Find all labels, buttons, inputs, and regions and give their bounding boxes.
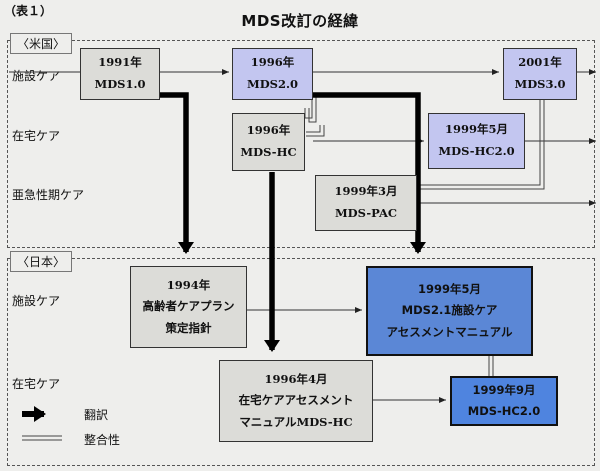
us-row-label-subacute: 亜急性期ケア <box>12 188 85 202</box>
jp-section <box>7 258 595 466</box>
box-1999-mds21-manual-line3: アセスメントマニュアル <box>386 324 513 339</box>
translation-arrow-mds2-to-jp1999 <box>295 92 426 254</box>
box-1999-mds-hc2-name: MDS-HC2.0 <box>438 144 515 158</box>
legend-translation-label: 翻訳 <box>84 408 109 422</box>
box-1999-jp-hc2: 1999年9月 MDS-HC2.0 <box>450 376 558 426</box>
box-1991-mds1-name: MDS1.0 <box>94 77 146 91</box>
consistency-lines-jp <box>488 356 494 376</box>
box-1994-careplan-line2: 高齢者ケアプラン <box>142 299 235 314</box>
jp-row-label-home: 在宅ケア <box>12 377 61 391</box>
legend-consistency-label: 整合性 <box>84 433 121 447</box>
box-1999-mds21-manual-year: 1999年5月 <box>417 282 481 297</box>
box-1994-careplan-year: 1994年 <box>166 278 211 293</box>
consistency-lines-us <box>304 95 545 190</box>
box-2001-mds3-name: MDS3.0 <box>514 77 566 91</box>
box-2001-mds3: 2001年 MDS3.0 <box>503 48 577 100</box>
translation-arrows <box>155 92 426 352</box>
table-caption: （表１） <box>4 4 53 18</box>
box-1996-mds2-year: 1996年 <box>250 55 295 70</box>
jp-section-tag: 〈日本〉 <box>10 251 73 272</box>
box-1999-mds-pac: 1999年3月 MDS-PAC <box>315 175 417 231</box>
box-1991-mds1-year: 1991年 <box>98 55 142 70</box>
box-1999-mds-pac-name: MDS-PAC <box>334 206 398 220</box>
jp-row-label-facility: 施設ケア <box>12 294 61 308</box>
box-1999-mds-hc2: 1999年5月 MDS-HC2.0 <box>428 113 525 169</box>
box-2001-mds3-year: 2001年 <box>518 55 562 70</box>
diagram-title: MDS改訂の経緯 <box>241 12 359 30</box>
box-1996-mds-hc: 1996年 MDS-HC <box>232 113 305 171</box>
us-row-label-home: 在宅ケア <box>12 129 61 143</box>
box-1996-hc-manual: 1996年4月 在宅ケアアセスメント マニュアルMDS-HC <box>219 360 373 442</box>
box-1999-jp-hc2-year: 1999年9月 <box>472 383 536 398</box>
box-1994-careplan: 1994年 高齢者ケアプラン 策定指針 <box>130 266 247 348</box>
box-1996-hc-manual-line2: 在宅ケアアセスメント <box>238 393 354 408</box>
us-section-tag: 〈米国〉 <box>10 33 73 54</box>
box-1999-jp-hc2-name: MDS-HC2.0 <box>467 404 541 418</box>
box-1994-careplan-line3: 策定指針 <box>165 320 212 335</box>
us-section <box>7 40 595 248</box>
translation-arrow-mds1-to-jp1994 <box>155 92 194 254</box>
box-1996-mds-hc-year: 1996年 <box>246 123 291 138</box>
legend-double-line-symbol <box>22 435 62 441</box>
box-1996-mds2-name: MDS2.0 <box>246 77 298 91</box>
box-1999-mds21-manual-line2: MDS2.1施設ケア <box>401 303 498 318</box>
box-1999-mds-hc2-year: 1999年5月 <box>444 122 508 137</box>
box-1991-mds1: 1991年 MDS1.0 <box>80 48 160 100</box>
box-1996-mds-hc-name: MDS-HC <box>240 145 297 159</box>
box-1996-mds2: 1996年 MDS2.0 <box>232 48 313 100</box>
box-1999-mds21-manual: 1999年5月 MDS2.1施設ケア アセスメントマニュアル <box>366 266 533 356</box>
box-1996-hc-manual-line3: マニュアルMDS-HC <box>239 414 353 429</box>
box-1996-hc-manual-year: 1996年4月 <box>264 372 328 387</box>
box-1999-mds-pac-year: 1999年3月 <box>334 184 398 199</box>
